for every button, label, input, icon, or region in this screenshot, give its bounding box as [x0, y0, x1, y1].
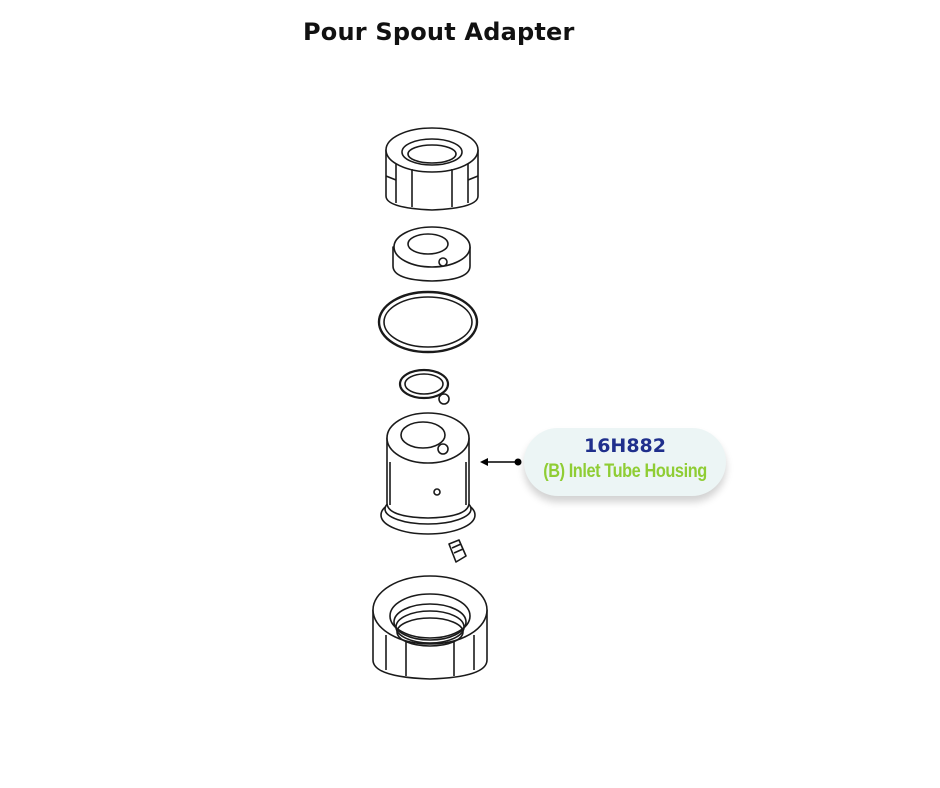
part-number-label: 16H882 [583, 435, 666, 457]
small-o-ring [398, 368, 450, 405]
leader-line [480, 458, 522, 466]
large-o-ring [377, 290, 479, 354]
washer [392, 226, 471, 282]
bottom-nut [372, 575, 488, 680]
small-fitting [448, 539, 467, 563]
part-callout: 16H882 (B) Inlet Tube Housing [524, 428, 726, 496]
page-title: Pour Spout Adapter [303, 18, 575, 46]
top-nut [385, 127, 479, 211]
inlet-tube-housing [380, 412, 476, 535]
part-name-label: (B) Inlet Tube Housing [543, 461, 707, 482]
